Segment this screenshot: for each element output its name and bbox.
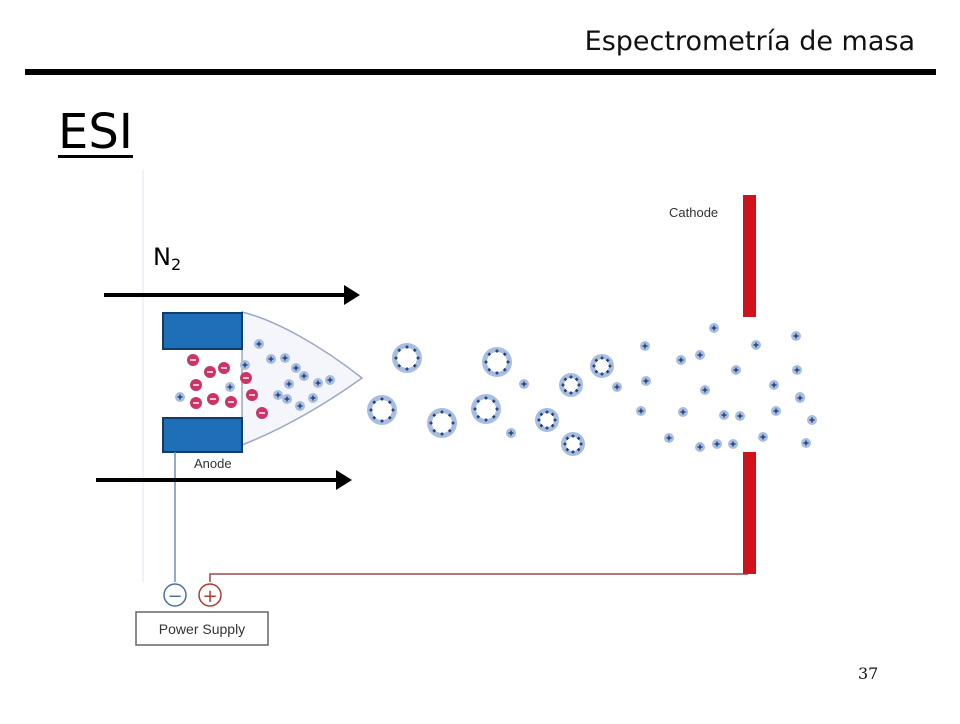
cathode-top-plate <box>743 195 756 317</box>
capillary-bottom-electrode <box>162 417 243 453</box>
slide-heading: ESI <box>58 104 133 160</box>
nebulizer-gas-arrow-bottom <box>96 470 352 490</box>
charged-droplet-core <box>397 348 417 368</box>
cathode-wire <box>209 573 748 582</box>
ion-layer <box>175 323 817 456</box>
page-number: 37 <box>858 664 879 683</box>
charged-droplet-core <box>372 400 392 420</box>
header-title: Espectrometría de masa <box>584 26 915 57</box>
nitrogen-subscript: 2 <box>170 255 182 274</box>
cathode-label: Cathode <box>669 205 718 220</box>
positive-terminal <box>198 583 222 607</box>
small-droplet-core <box>540 413 554 427</box>
small-droplet-core <box>564 378 578 392</box>
positive-terminal-sign: + <box>202 586 217 607</box>
fissioning-droplet-core <box>487 352 507 372</box>
nitrogen-label: N2 <box>153 243 181 274</box>
negative-terminal <box>163 583 187 607</box>
small-droplet-core <box>566 437 580 451</box>
fissioning-droplet-core <box>476 399 496 419</box>
header-rule <box>25 69 936 75</box>
cathode-bottom-plate <box>743 452 756 574</box>
charged-droplet-core <box>432 413 452 433</box>
anode-label: Anode <box>194 456 232 471</box>
power-supply-label: Power Supply <box>159 621 245 637</box>
capillary-top-electrode <box>162 312 243 350</box>
negative-terminal-sign: − <box>167 586 182 607</box>
nitrogen-symbol: N <box>153 243 171 271</box>
small-droplet-core <box>595 359 609 373</box>
nebulizer-gas-arrow-top <box>104 285 360 305</box>
power-supply-box <box>135 611 269 646</box>
